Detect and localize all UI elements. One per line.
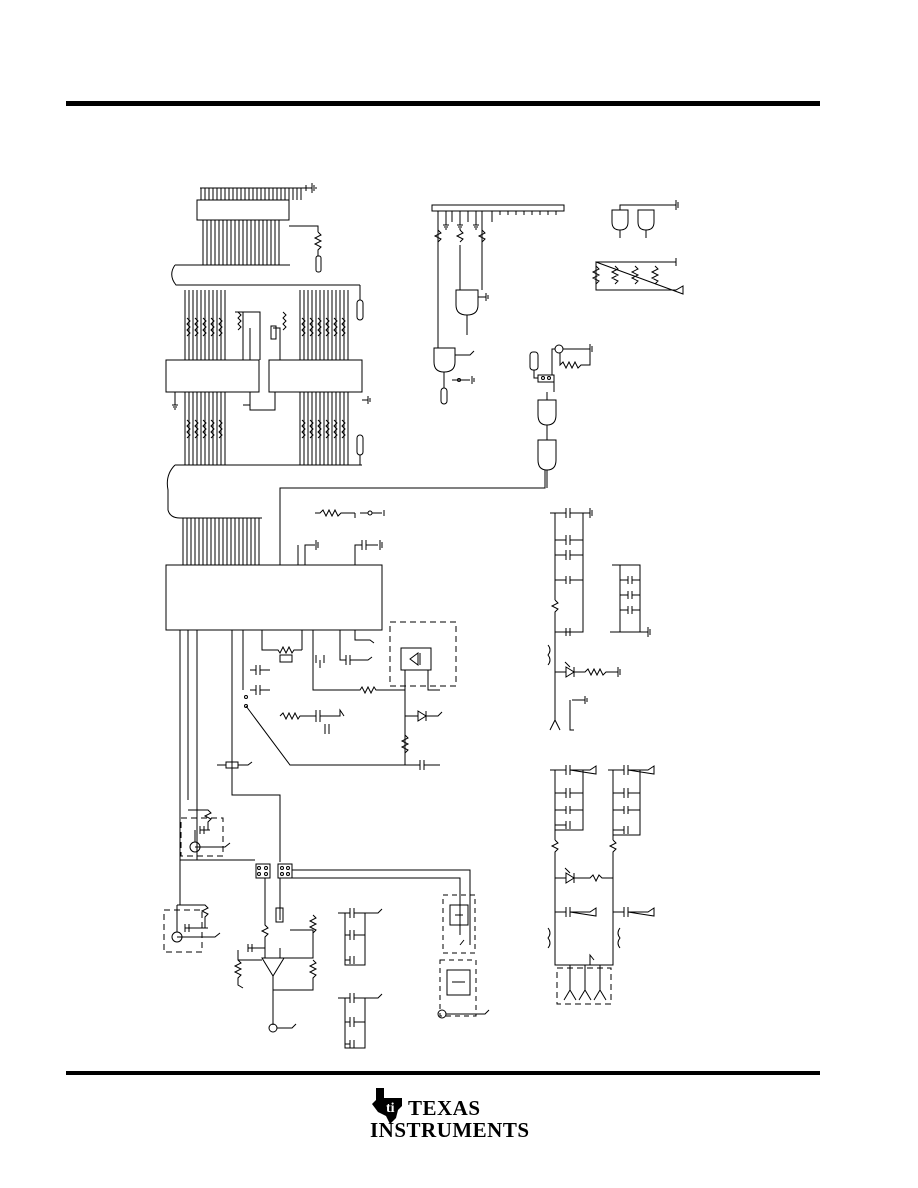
top-rule — [66, 101, 820, 106]
texas-state-icon: ti — [372, 1088, 402, 1124]
header-strip — [431, 204, 565, 405]
gate-chain — [529, 344, 593, 488]
transformer-modules — [437, 894, 490, 1019]
logo-line-texas: TEXAS — [408, 1096, 481, 1120]
op-amp-stage — [233, 878, 318, 1033]
bridge-box — [389, 621, 457, 770]
lower-left-circuits — [163, 765, 471, 953]
cap-bank-upper — [338, 908, 383, 966]
texas-instruments-logo: ti TEXAS INSTRUMENTS — [366, 1086, 536, 1146]
resistor-ladder — [591, 258, 684, 295]
power-supply-upper — [547, 508, 651, 731]
main-ic — [165, 470, 546, 860]
svg-text:ti: ti — [386, 1101, 395, 1116]
power-supply-lower — [547, 765, 655, 1005]
cap-bank-lower — [338, 993, 383, 1049]
logo-line-instruments: INSTRUMENTS — [370, 1118, 530, 1142]
ribbon-cable-upper — [171, 264, 364, 360]
bottom-rule — [66, 1071, 820, 1075]
top-connector — [196, 183, 323, 273]
ribbon-cable-lower — [166, 392, 364, 565]
gate-pair — [611, 200, 679, 238]
